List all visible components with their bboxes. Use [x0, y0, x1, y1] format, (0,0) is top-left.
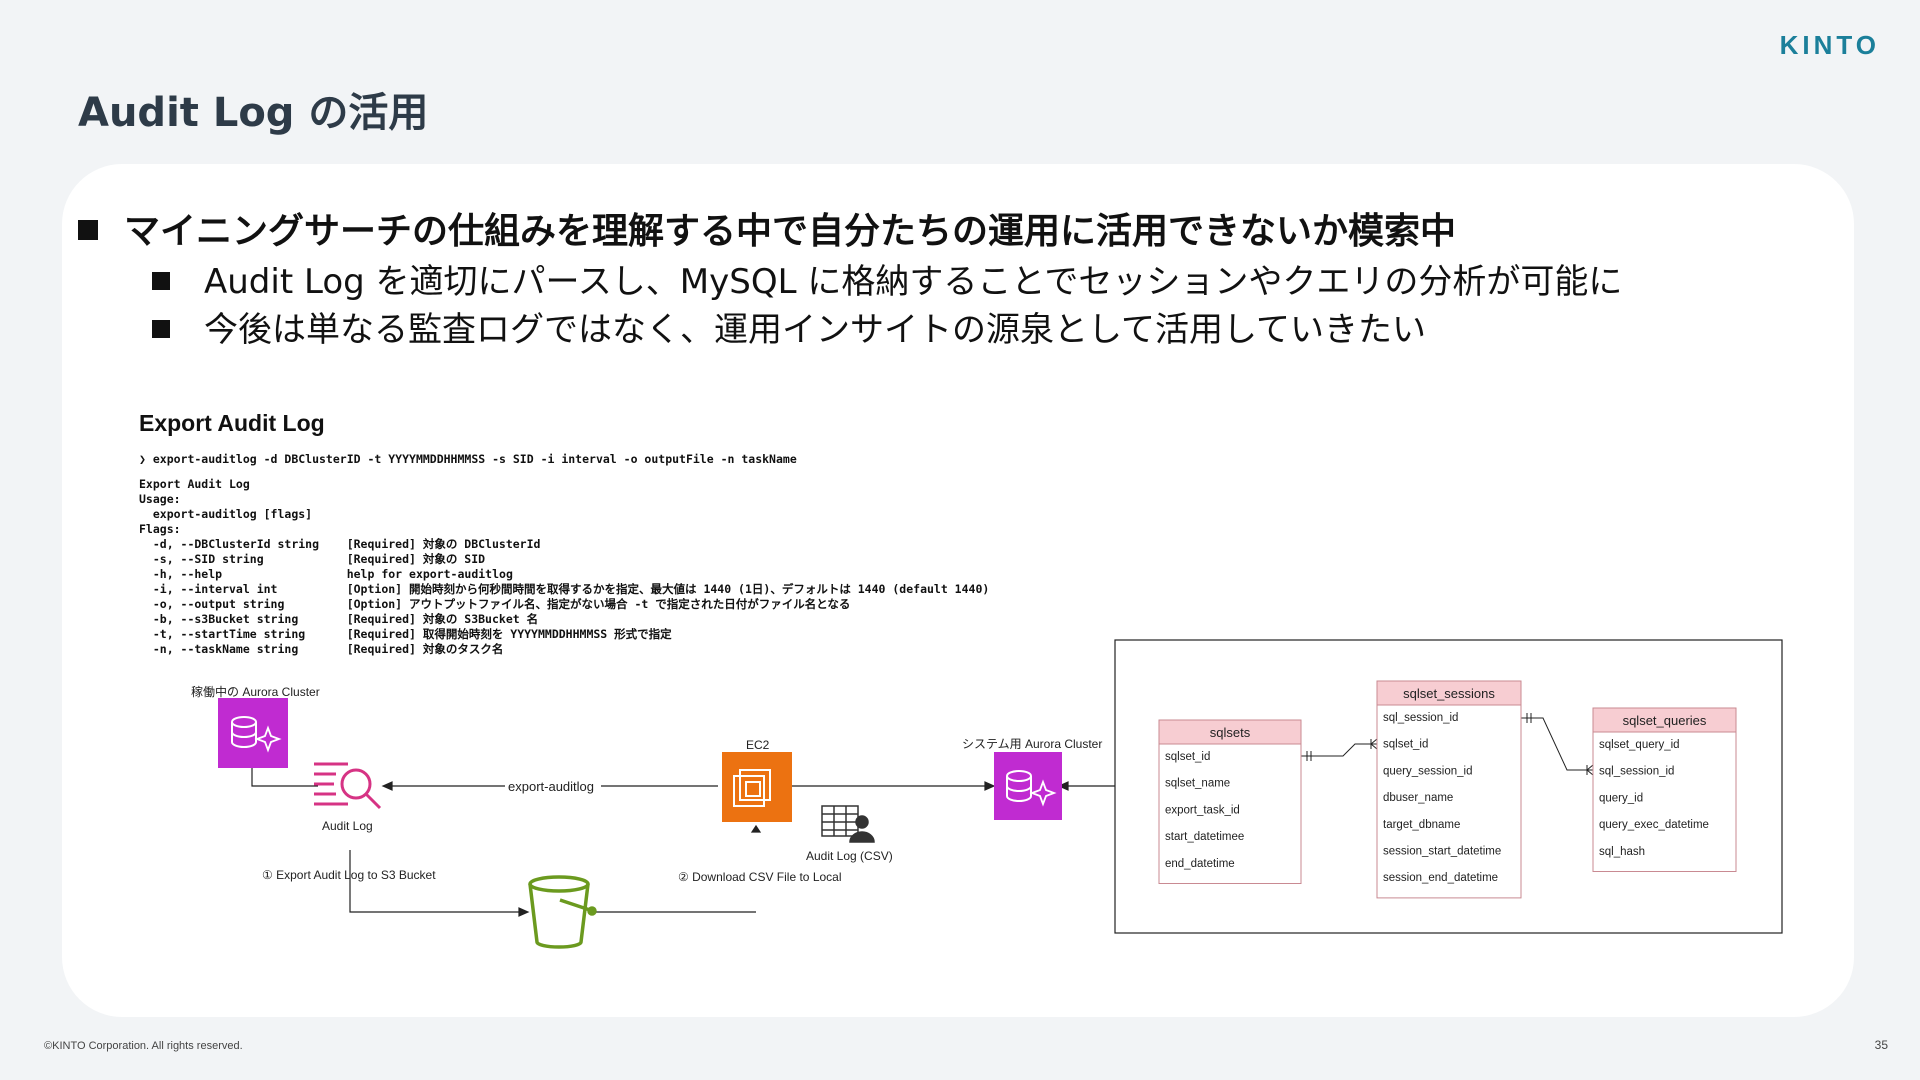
er-table-box [1592, 707, 1737, 872]
er-table-column: sqlset_id [1383, 739, 1428, 751]
cli-help-line: -o, --output string [Option] アウトプットファイル名… [139, 597, 851, 611]
er-table-column: end_datetime [1165, 858, 1235, 870]
sub-bullet-2: 今後は単なる監査ログではなく、運用インサイトの源泉として活用していきたい [152, 302, 1426, 351]
er-relationships [1301, 713, 1594, 776]
cli-help-line: Flags: [139, 522, 181, 536]
cli-help-line: -h, --help help for export-auditlog [139, 567, 513, 581]
cli-help-line: Export Audit Log [139, 477, 250, 491]
er-table-name: sqlsets [1210, 725, 1251, 740]
er-table-column: export_task_id [1165, 804, 1240, 816]
system-cluster-label: システム用 Aurora Cluster [962, 737, 1102, 751]
er-table-column: query_id [1599, 792, 1643, 804]
audit-log-icon [314, 762, 382, 810]
aurora-cluster-icon [218, 698, 288, 768]
cli-command: ❯ export-auditlog -d DBClusterID -t YYYY… [139, 452, 797, 466]
main-bullet-text: マイニングサーチの仕組みを理解する中で自分たちの運用に活用できないか模索中 [124, 211, 1457, 252]
system-aurora-cluster-icon [994, 752, 1062, 820]
csv-file-icon [821, 805, 875, 843]
er-table-name: sqlset_sessions [1403, 686, 1495, 701]
cli-help-line: Usage: [139, 492, 181, 506]
cli-section-title: Export Audit Log [139, 410, 325, 436]
er-table-column: sqlset_query_id [1599, 739, 1680, 751]
er-table-sqlset-sessions: sqlset_sessions sql_session_id sqlset_idqu… [1376, 680, 1522, 899]
csv-label: Audit Log (CSV) [806, 849, 893, 863]
cli-help-line: -t, --startTime string [Required] 取得開始時刻… [139, 627, 672, 641]
cli-help-line: -d, --DBClusterId string [Required] 対象の … [139, 537, 541, 551]
audit-log-label: Audit Log [322, 819, 373, 833]
bullet-square-icon [78, 220, 98, 240]
step1-label: ① Export Audit Log to S3 Bucket [262, 868, 436, 882]
er-table-name: sqlset_queries [1623, 713, 1707, 728]
step2-label: ② Download CSV File to Local [678, 870, 842, 884]
er-table-column: target_dbname [1383, 819, 1460, 831]
er-table-column: start_datetimee [1165, 831, 1244, 843]
page-title: Audit Log の活用 [78, 90, 429, 136]
cli-help-line: -n, --taskName string [Required] 対象のタスク名 [139, 642, 504, 656]
er-table-header [1592, 707, 1737, 733]
sub-bullet-text: Audit Log を適切にパースし、MySQL に格納することでセッションやク… [204, 262, 1623, 302]
er-table-box [1376, 680, 1522, 899]
ec2-icon [722, 752, 792, 822]
er-table-sqlset-queries: sqlset_queries sqlset_query_id sql_session… [1592, 707, 1737, 872]
page-number: 35 [1874, 1038, 1888, 1052]
er-table-column: session_end_datetime [1383, 872, 1498, 884]
er-table-column: query_session_id [1383, 765, 1473, 777]
er-table-column: dbuser_name [1383, 792, 1453, 804]
er-table-header [1158, 719, 1302, 745]
flow-lines [251, 768, 1115, 917]
er-table-box [1158, 719, 1302, 884]
main-bullet: マイニングサーチの仕組みを理解する中で自分たちの運用に活用できないか模索中 [78, 202, 1456, 254]
copyright-footer: ©KINTO Corporation. All rights reserved. [44, 1040, 243, 1052]
export-arrow-label: export-auditlog [508, 779, 594, 794]
er-table-column: session_start_datetime [1383, 846, 1501, 858]
er-table-column: sql_session_id [1383, 712, 1458, 724]
cli-help-line: -s, --SID string [Required] 対象の SID [139, 552, 486, 566]
er-tables: sqlsetssqlset_idsqlset_nameexport_task_i… [1158, 680, 1737, 899]
sub-bullet-text: 今後は単なる監査ログではなく、運用インサイトの源泉として活用していきたい [204, 310, 1426, 350]
er-table-column: sqlset_name [1165, 778, 1230, 790]
prod-cluster-label: 稼働中の Aurora Cluster [191, 684, 320, 699]
ec2-label: EC2 [746, 738, 770, 752]
bullet-square-icon [152, 319, 170, 338]
er-table-column: query_exec_datetime [1599, 819, 1709, 831]
er-table-column: sql_hash [1599, 846, 1645, 858]
er-table-column: sql_session_id [1599, 766, 1674, 778]
cli-help-line: -i, --interval int [Option] 開始時刻から何秒間時間を… [139, 582, 990, 596]
sub-bullet-1: Audit Log を適切にパースし、MySQL に格納することでセッションやク… [152, 254, 1622, 303]
cli-help-line: export-auditlog [flags] [139, 507, 313, 521]
bullet-square-icon [152, 271, 170, 290]
kinto-logo: KINTO [1779, 30, 1880, 60]
cli-help-line: -b, --s3Bucket string [Required] 対象の S3B… [139, 612, 539, 626]
s3-bucket-icon [528, 875, 597, 949]
er-table-column: sqlset_id [1165, 751, 1210, 763]
er-table-header [1376, 680, 1522, 706]
